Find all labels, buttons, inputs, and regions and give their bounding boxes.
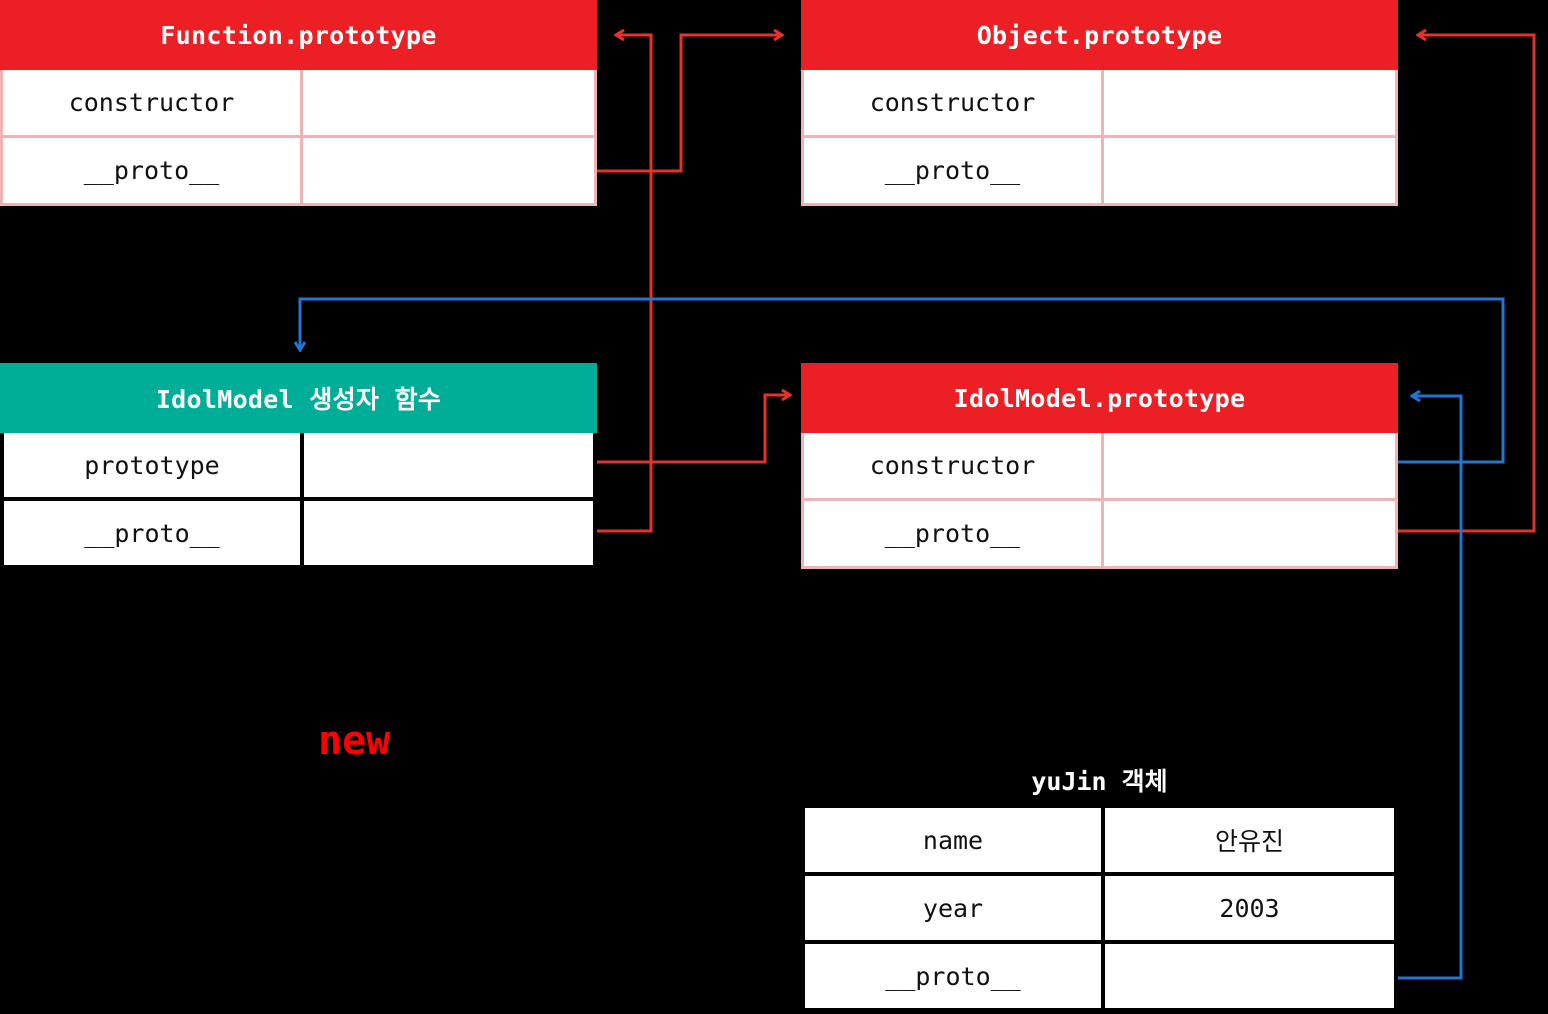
box-title-idolmodel-constructor: IdolModel 생성자 함수 xyxy=(0,363,597,433)
table-row: __proto__ xyxy=(0,501,597,569)
property-key: prototype xyxy=(4,433,304,497)
table-row: __proto__ xyxy=(0,138,597,206)
property-value xyxy=(303,138,594,203)
property-value xyxy=(1104,501,1395,566)
property-key: name xyxy=(805,808,1105,872)
box-yujin-object: yuJin 객체 name 안유진 year 2003 __proto__ xyxy=(801,752,1398,1012)
property-key: __proto__ xyxy=(804,501,1104,566)
property-value xyxy=(304,433,593,497)
table-row: __proto__ xyxy=(801,501,1398,569)
box-function-prototype: Function.prototype constructor __proto__ xyxy=(0,0,597,206)
box-object-prototype: Object.prototype constructor __proto__ xyxy=(801,0,1398,206)
property-value xyxy=(304,501,593,565)
box-title-idolmodel-prototype: IdolModel.prototype xyxy=(801,363,1398,433)
box-title-object-prototype: Object.prototype xyxy=(801,0,1398,70)
box-idolmodel-constructor: IdolModel 생성자 함수 prototype __proto__ xyxy=(0,363,597,569)
property-key: __proto__ xyxy=(4,501,304,565)
table-row: constructor xyxy=(801,433,1398,501)
table-row: __proto__ xyxy=(801,944,1398,1012)
property-value xyxy=(1104,138,1395,203)
property-key: year xyxy=(805,876,1105,940)
box-title-function-prototype: Function.prototype xyxy=(0,0,597,70)
property-value xyxy=(303,70,594,135)
table-row: __proto__ xyxy=(801,138,1398,206)
property-key: constructor xyxy=(804,70,1104,135)
table-row: year 2003 xyxy=(801,876,1398,944)
table-row: name 안유진 xyxy=(801,808,1398,876)
property-value: 안유진 xyxy=(1105,808,1394,872)
property-value xyxy=(1105,944,1394,1008)
property-value: 2003 xyxy=(1105,876,1394,940)
property-key: __proto__ xyxy=(805,944,1105,1008)
table-row: constructor xyxy=(801,70,1398,138)
table-row: prototype xyxy=(0,433,597,501)
table-row: constructor xyxy=(0,70,597,138)
property-key: constructor xyxy=(3,70,303,135)
property-value xyxy=(1104,433,1395,498)
new-operator-label: new xyxy=(318,718,391,764)
property-value xyxy=(1104,70,1395,135)
property-key: constructor xyxy=(804,433,1104,498)
box-idolmodel-prototype: IdolModel.prototype constructor __proto_… xyxy=(801,363,1398,569)
box-title-yujin-object: yuJin 객체 xyxy=(1031,767,1168,796)
property-key: __proto__ xyxy=(3,138,303,203)
property-key: __proto__ xyxy=(804,138,1104,203)
